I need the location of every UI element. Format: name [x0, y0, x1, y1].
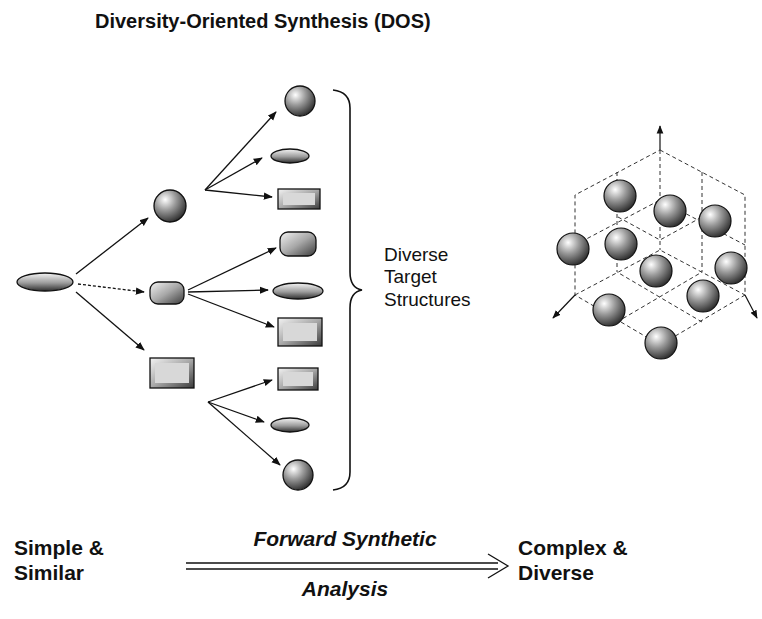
arrow-label-top: Forward Synthetic [186, 527, 504, 552]
branch-arrow [205, 190, 272, 197]
sphere-shape [715, 252, 747, 284]
lattice-outline [575, 150, 745, 345]
rect-shape [278, 189, 320, 209]
branch-arrow [208, 402, 280, 465]
branch-arrow [76, 292, 144, 350]
sphere-shape [645, 327, 677, 359]
synthesis-arrow [186, 554, 508, 578]
arrow-shaft [186, 562, 498, 563]
arrow-label-bottom-box: Analysis [186, 577, 504, 602]
branch-arrows [76, 112, 280, 465]
square-bevel [283, 323, 317, 341]
sphere-shape [557, 233, 589, 265]
square-bevel [155, 363, 189, 383]
arrow-label-bottom: Analysis [186, 577, 504, 602]
diversity-lattice [553, 126, 757, 359]
branch-arrow [205, 112, 276, 190]
start-ellipse [17, 273, 73, 291]
axis-arrow [659, 126, 660, 150]
ellipse-shape [271, 418, 309, 432]
branch-arrow [188, 248, 276, 290]
start-label-box: Simple & Similar [14, 536, 118, 586]
rect-bevel [283, 193, 315, 205]
title-box: Diversity-Oriented Synthesis (DOS) [95, 10, 431, 33]
branch-arrow [208, 380, 272, 402]
square-shape [278, 318, 322, 346]
arrow-label-top-box: Forward Synthetic [186, 527, 504, 552]
sphere-shape [687, 280, 719, 312]
axis-arrow [553, 295, 575, 318]
end-label-box: Complex & Diverse [518, 536, 642, 586]
target-label-box: Diverse Target Structures [384, 244, 494, 311]
diagram-title: Diversity-Oriented Synthesis (DOS) [95, 10, 431, 33]
sphere-shape [699, 205, 731, 237]
rounded-shape [150, 282, 184, 304]
sphere-shape [604, 180, 636, 212]
sphere-shape [593, 294, 625, 326]
branch-arrow [188, 294, 274, 327]
sphere-shape [654, 195, 686, 227]
start-label: Simple & Similar [14, 536, 118, 586]
arrow-head [488, 554, 508, 578]
square-shape [150, 358, 194, 388]
sphere-shape [283, 460, 313, 490]
target-label: Diverse Target Structures [384, 244, 494, 311]
end-label: Complex & Diverse [518, 536, 642, 586]
molecule-shapes [17, 86, 323, 490]
ellipse-shape [273, 283, 323, 299]
sphere-shape [285, 86, 315, 116]
branch-arrow [76, 218, 148, 274]
branch-arrow [78, 284, 144, 292]
sphere-shape [605, 228, 637, 260]
rect-bevel [283, 372, 313, 386]
sphere-shape [640, 255, 672, 287]
ellipse-shape [271, 149, 309, 163]
rounded-shape [280, 232, 316, 256]
axis-arrow [745, 295, 757, 318]
rect-shape [278, 368, 318, 390]
arrow-shaft [186, 568, 498, 569]
branch-arrow [208, 402, 264, 422]
branch-arrow [205, 158, 262, 190]
branch-arrow [188, 290, 268, 292]
sphere-shape [154, 190, 186, 222]
curly-brace [333, 90, 362, 490]
